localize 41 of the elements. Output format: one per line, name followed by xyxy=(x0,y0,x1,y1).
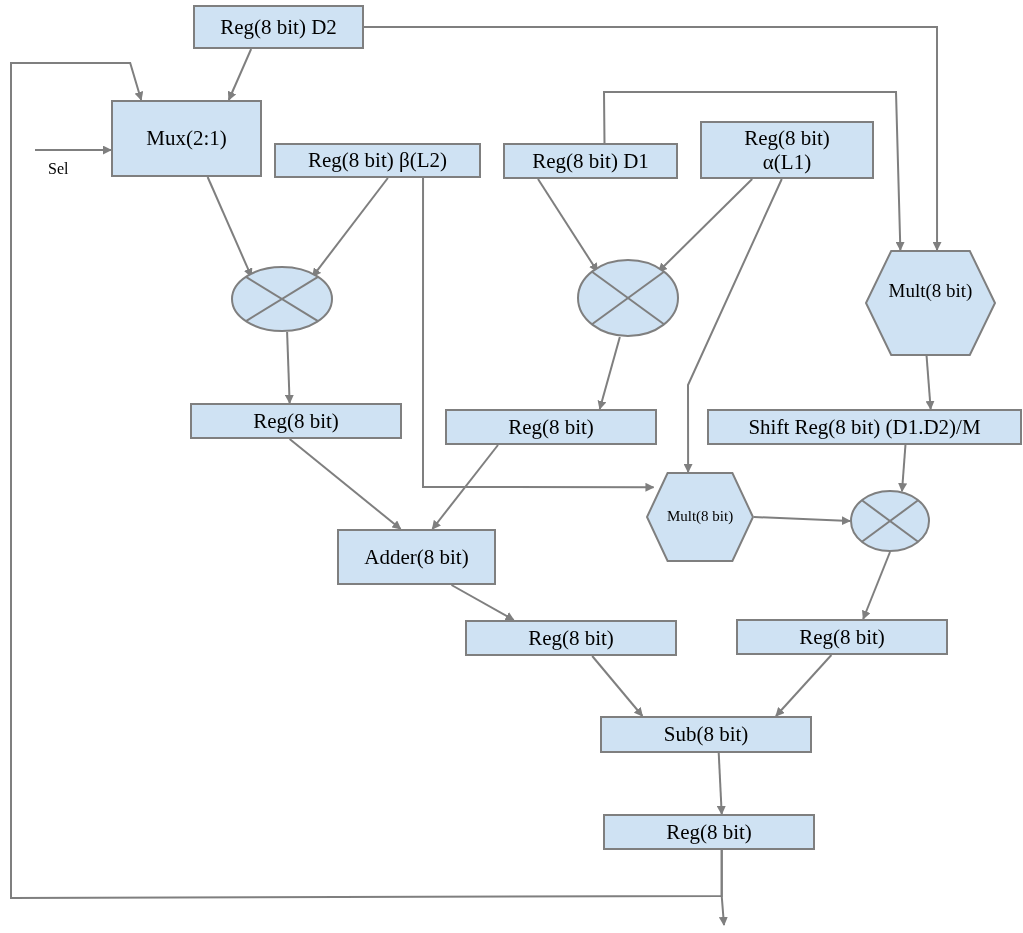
adder-box: Adder(8 bit) xyxy=(337,529,496,585)
arrow xyxy=(10,62,723,899)
subtractor-box: Sub(8 bit) xyxy=(600,716,812,753)
arrow xyxy=(422,177,655,492)
arrow xyxy=(774,654,833,717)
register-box: Reg(8 bit) D1 xyxy=(503,143,678,179)
arrow xyxy=(311,177,389,278)
arrow xyxy=(288,438,402,530)
arrow xyxy=(898,444,908,493)
arrow xyxy=(657,178,754,273)
multiplier-symbol xyxy=(850,490,930,552)
arrow xyxy=(431,444,499,530)
arrow xyxy=(718,849,728,926)
register-box: Reg(8 bit) xyxy=(190,403,402,439)
register-box: Reg(8 bit) xyxy=(736,619,948,655)
multiplier-hexagon: Mult(8 bit) xyxy=(646,472,754,562)
register-box: Reg(8 bit) xyxy=(445,409,657,445)
register-box: Reg(8 bit) α(L1) xyxy=(700,121,874,179)
arrow xyxy=(597,336,621,410)
arrow xyxy=(591,655,644,717)
arrow xyxy=(716,752,726,815)
signal-label: Sel xyxy=(48,160,69,178)
register-box: Reg(8 bit) xyxy=(603,814,815,850)
arrow xyxy=(862,551,891,620)
register-box: Reg(8 bit) β(L2) xyxy=(274,143,481,178)
shift-register-box: Shift Reg(8 bit) (D1.D2)/M xyxy=(707,409,1022,445)
arrow xyxy=(284,331,294,404)
arrow xyxy=(683,178,783,473)
multiplier-hexagon: Mult(8 bit) xyxy=(865,250,996,356)
arrow xyxy=(34,145,112,155)
arrow xyxy=(227,48,253,101)
register-box: Reg(8 bit) xyxy=(465,620,677,656)
multiplier-symbol xyxy=(231,266,333,332)
arrow xyxy=(363,26,942,251)
arrow xyxy=(603,91,905,251)
arrow xyxy=(753,516,851,526)
multiplexer-box: Mux(2:1) xyxy=(111,100,262,177)
arrow xyxy=(925,355,935,410)
arrow xyxy=(450,584,515,621)
multiplier-symbol xyxy=(577,259,679,337)
register-box: Reg(8 bit) D2 xyxy=(193,5,364,49)
